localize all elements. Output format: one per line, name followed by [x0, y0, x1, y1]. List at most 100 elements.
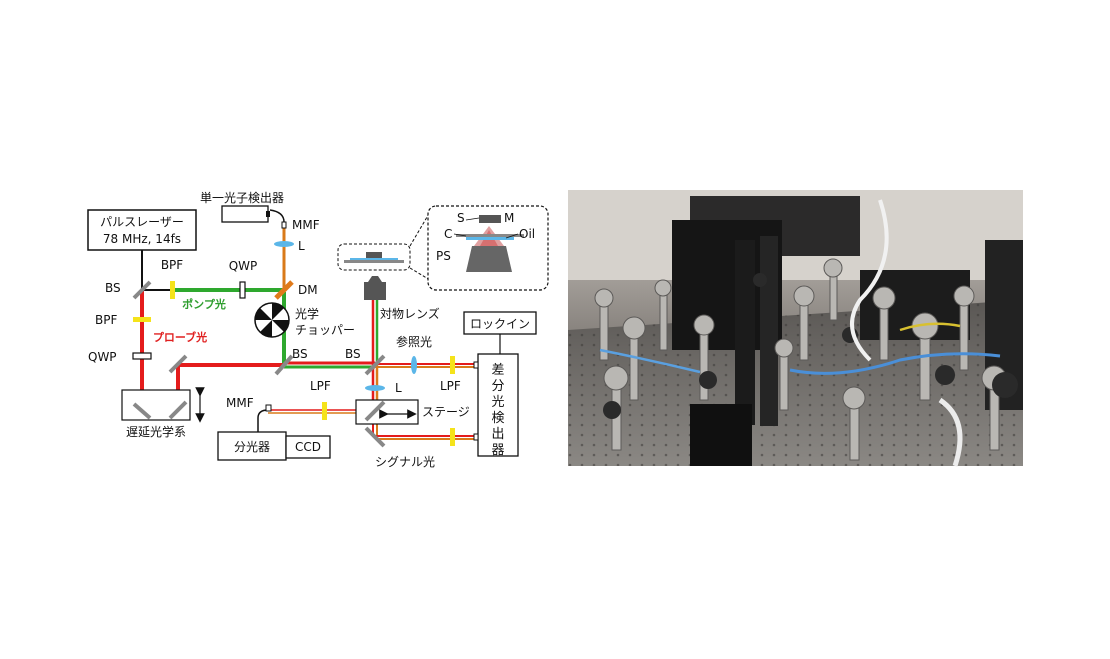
- ccd-box: [285, 435, 331, 459]
- stage-mirror: [364, 400, 386, 422]
- qwp-top-label: QWP: [229, 259, 258, 273]
- inset-link-1: [409, 211, 431, 247]
- mmf-bottom-label: MMF: [226, 396, 254, 410]
- laser-label-2: 78 MHz, 14fs: [103, 232, 181, 246]
- diff-char-3: 光: [491, 395, 504, 410]
- lens-top-label: L: [298, 239, 305, 253]
- sample-inset-small-block: [366, 252, 382, 260]
- spd-fiber-curve: [269, 209, 285, 223]
- reference-label: 参照光: [396, 334, 432, 349]
- lockin-label: ロックイン: [470, 317, 530, 331]
- photo-optomechanics: [594, 258, 1007, 461]
- reference-lens: [411, 356, 417, 374]
- lpf-spectrometer: [322, 402, 327, 420]
- inset-s-label: S: [457, 211, 465, 225]
- photo-panel-2: [735, 240, 755, 425]
- detector-port-top: [473, 361, 479, 369]
- photo-cable-white-2: [938, 397, 963, 467]
- probe-mirror: [168, 354, 188, 374]
- diff-char-4: 検: [491, 411, 504, 426]
- pulse-laser-box: [87, 209, 197, 251]
- lens-top: [274, 241, 294, 247]
- spectrometer-box: [217, 431, 287, 461]
- probe-label: プローブ光: [153, 330, 207, 344]
- stage-label: ステージ: [422, 405, 470, 419]
- objective-label: 対物レンズ: [380, 306, 440, 321]
- diff-char-5: 出: [491, 427, 504, 442]
- photo-panel-3: [760, 236, 778, 426]
- lens-mid: [365, 385, 385, 391]
- beam-splitter-left: [132, 280, 152, 300]
- optical-schematic: パルスレーザー 78 MHz, 14fs 単一光子検出器 MMF L DM QW…: [87, 191, 549, 469]
- mmf-bottom-connector: [265, 404, 272, 412]
- sample-inset-small: [337, 243, 411, 271]
- spd-label: 単一光子検出器: [200, 191, 284, 205]
- setup-photo: [568, 190, 1023, 467]
- inset-oil-pointer: [505, 233, 519, 239]
- qwp-left-label: QWP: [88, 350, 117, 364]
- qwp-probe: [132, 352, 152, 360]
- inset-ps-label: PS: [436, 249, 451, 263]
- delay-line-box: [121, 389, 191, 421]
- bs-right-label: BS: [345, 347, 361, 361]
- diff-char-1: 差: [491, 363, 504, 378]
- optical-chopper: [254, 302, 290, 338]
- dm-label: DM: [298, 283, 318, 297]
- bs-mid-label: BS: [292, 347, 308, 361]
- inset-sample-block: [479, 215, 501, 223]
- photo-cable-white: [850, 199, 889, 362]
- inset-oil: [466, 237, 514, 240]
- objective-lens: [364, 282, 386, 300]
- spd-connector: [266, 211, 270, 217]
- photo-cable-blue: [789, 352, 1001, 375]
- inset-objective: [466, 246, 512, 272]
- chopper-label-1: 光学: [295, 306, 319, 321]
- signal-label: シグナル光: [375, 455, 435, 469]
- delay-mirror-1: [132, 402, 152, 420]
- delay-label: 遅延光学系: [126, 424, 186, 439]
- lpf-left-label: LPF: [310, 379, 331, 393]
- photo-lens-tubes: [603, 273, 1018, 419]
- bpf-probe: [133, 317, 151, 322]
- bs-left-label: BS: [105, 281, 121, 295]
- photo-cable-blue-2: [599, 348, 701, 374]
- delay-mirror-2: [168, 400, 188, 420]
- chopper-label-2: チョッパー: [295, 323, 355, 337]
- diff-char-2: 分: [491, 379, 504, 394]
- bpf-top-label: BPF: [161, 258, 183, 272]
- pump-label: ポンプ光: [182, 297, 226, 311]
- inset-link-2: [409, 267, 431, 281]
- objective-tip: [368, 276, 382, 282]
- bpf-left-label: BPF: [95, 313, 117, 327]
- inset-c-label: C: [444, 227, 452, 241]
- sample-inset-small-cover: [350, 258, 398, 260]
- inset-c-pointer: [453, 233, 467, 237]
- sample-inset-small-plate: [344, 260, 404, 263]
- spectrometer-label: 分光器: [234, 440, 270, 454]
- lpf-signal: [450, 428, 455, 446]
- beam-splitter-right: [364, 354, 386, 376]
- lpf-right-label: LPF: [440, 379, 461, 393]
- diff-char-6: 器: [491, 443, 504, 458]
- beam-splitter-mid: [274, 354, 294, 376]
- inset-oil-label: Oil: [519, 227, 535, 241]
- differential-detector-box: [477, 353, 519, 457]
- qwp-pump: [239, 281, 246, 299]
- laser-label-1: パルスレーザー: [100, 215, 184, 229]
- stage-box: [355, 399, 419, 425]
- detector-port-bottom: [473, 433, 479, 441]
- dichroic-mirror: [274, 280, 294, 300]
- lpf-reference: [450, 356, 455, 374]
- photo-panel-5: [690, 404, 752, 466]
- lens-mid-label: L: [395, 381, 402, 395]
- inset-coverslip: [456, 234, 524, 237]
- mmf-top-label: MMF: [292, 218, 320, 232]
- inset-m-label: M: [504, 211, 514, 225]
- signal-mirror: [364, 426, 386, 448]
- mmf-top-connector: [281, 221, 287, 229]
- bpf-pump: [170, 281, 175, 299]
- diff-detector-label: 差 分 光 検 出 器: [491, 363, 504, 458]
- inset-s-pointer: [465, 217, 480, 221]
- photo-cable-yellow: [899, 322, 961, 332]
- ccd-label: CCD: [295, 440, 321, 454]
